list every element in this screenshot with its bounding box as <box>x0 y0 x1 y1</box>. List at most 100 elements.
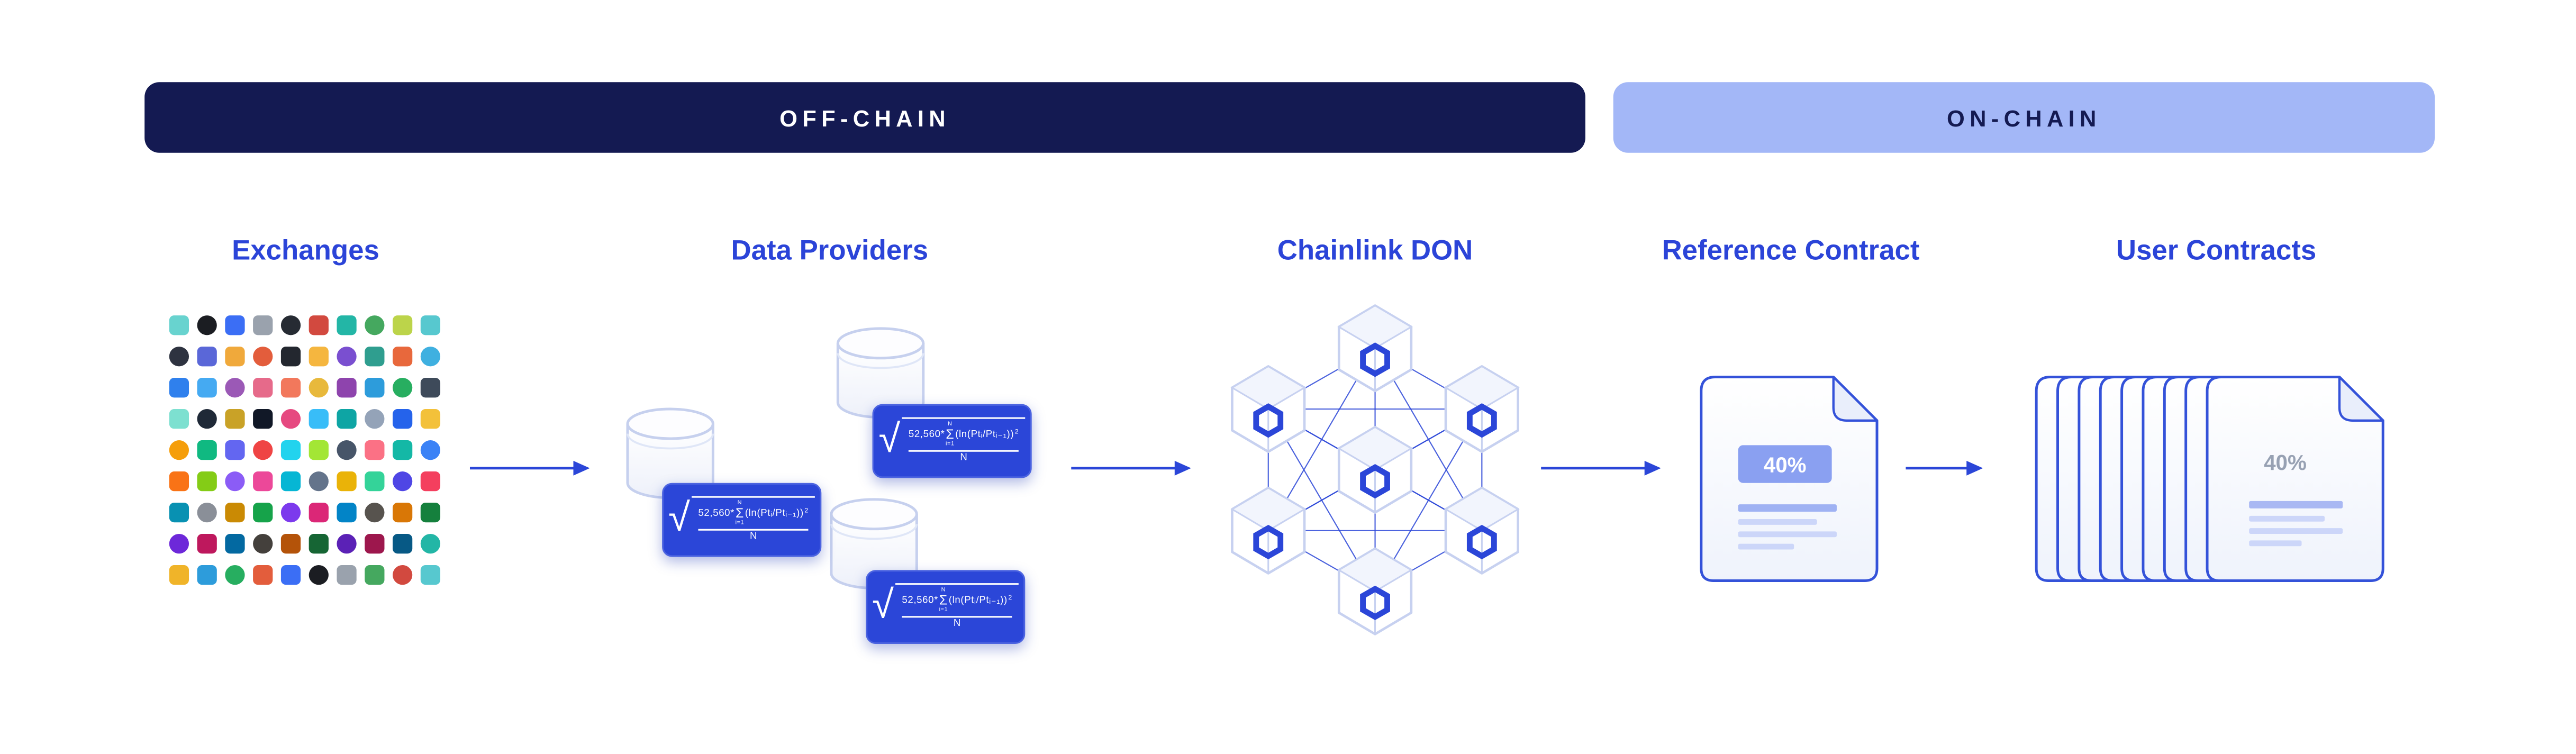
exchange-icon <box>309 409 329 429</box>
exchange-icon <box>280 533 301 554</box>
exchange-icon <box>337 347 357 367</box>
sqrt-symbol: √ <box>668 496 690 541</box>
exchange-icon <box>197 378 217 398</box>
exchange-icon <box>309 315 329 335</box>
text-line <box>2249 528 2343 534</box>
exchange-icon <box>420 471 441 492</box>
exchange-icon <box>420 378 441 398</box>
arrow-don-to-reference <box>1541 460 1661 476</box>
exchange-icon <box>280 565 301 585</box>
exchange-icon <box>309 378 329 398</box>
exchange-icon <box>197 471 217 492</box>
exchange-icon <box>365 471 385 492</box>
exchange-icon <box>169 378 189 398</box>
exchange-icon <box>392 440 413 460</box>
exchange-icon <box>225 565 245 585</box>
exchange-icon <box>365 378 385 398</box>
user-contract-value: 40% <box>2264 450 2307 475</box>
user-contract-sheet: 40% <box>2205 375 2385 583</box>
exchange-icon <box>392 471 413 492</box>
exchange-icon <box>365 440 385 460</box>
exchange-icon <box>197 347 217 367</box>
exchange-icon <box>197 503 217 523</box>
text-line <box>1738 543 1794 550</box>
text-line <box>1738 504 1837 512</box>
don-node <box>1339 305 1411 390</box>
exchange-icon <box>253 315 273 335</box>
exchange-icon <box>169 471 189 492</box>
don-node <box>1232 488 1304 573</box>
exchange-icon <box>197 315 217 335</box>
user-contracts-stack: 40% <box>2034 375 2385 583</box>
exchange-icon <box>253 409 273 429</box>
exchange-icon <box>392 315 413 335</box>
exchange-icon <box>280 347 301 367</box>
section-title-chainlink-don: Chainlink DON <box>1277 234 1473 266</box>
exchange-icon <box>280 378 301 398</box>
exchange-icon <box>337 378 357 398</box>
exchange-icon <box>420 503 441 523</box>
exchange-icon <box>337 440 357 460</box>
exchange-icon <box>253 440 273 460</box>
on-chain-banner: ON-CHAIN <box>1613 82 2435 153</box>
exchange-icon <box>309 440 329 460</box>
exchange-icon-grid <box>169 315 441 585</box>
exchange-icon <box>225 471 245 492</box>
exchange-icon <box>169 565 189 585</box>
formula-denominator: N <box>960 453 967 463</box>
section-title-user-contracts: User Contracts <box>2116 234 2317 266</box>
exchange-icon <box>169 347 189 367</box>
exchange-icon <box>392 347 413 367</box>
section-title-reference-contract: Reference Contract <box>1662 234 1920 266</box>
exchange-icon <box>420 315 441 335</box>
exchange-icon <box>169 533 189 554</box>
sqrt-symbol: √ <box>878 417 901 462</box>
sqrt-symbol: √ <box>872 584 894 628</box>
exchange-icon <box>280 503 301 523</box>
exchange-icon <box>280 315 301 335</box>
exchange-icon <box>280 409 301 429</box>
exchange-icon <box>309 565 329 585</box>
exchange-icon <box>365 409 385 429</box>
exchange-icon <box>197 565 217 585</box>
text-line <box>2249 501 2343 508</box>
exchange-icon <box>309 503 329 523</box>
exchange-icon <box>197 440 217 460</box>
exchange-icon <box>225 533 245 554</box>
arrow-reference-to-users <box>1906 460 1983 476</box>
exchange-icon <box>392 503 413 523</box>
exchange-icon <box>365 565 385 585</box>
formula-denominator: N <box>953 619 961 629</box>
exchange-icon <box>309 471 329 492</box>
don-node <box>1446 366 1518 451</box>
don-node <box>1339 427 1411 512</box>
exchange-icon <box>169 409 189 429</box>
exchange-icon <box>280 471 301 492</box>
exchange-icon <box>420 440 441 460</box>
exchange-icon <box>253 378 273 398</box>
text-line <box>2249 540 2302 547</box>
section-title-exchanges: Exchanges <box>232 234 379 266</box>
don-node <box>1232 366 1304 451</box>
text-line <box>1738 531 1837 538</box>
exchange-icon <box>197 409 217 429</box>
formula-denominator: N <box>749 532 757 542</box>
exchange-icon <box>169 503 189 523</box>
exchange-icon <box>225 378 245 398</box>
exchange-icon <box>365 533 385 554</box>
exchange-icon <box>169 315 189 335</box>
arrow-exchanges-to-providers <box>469 460 590 476</box>
exchange-icon <box>253 347 273 367</box>
exchange-icon <box>253 471 273 492</box>
exchange-icon <box>420 533 441 554</box>
exchange-icon <box>392 565 413 585</box>
exchange-icon <box>309 533 329 554</box>
exchange-icon <box>420 565 441 585</box>
exchange-icon <box>337 471 357 492</box>
don-network <box>1211 299 1539 641</box>
arrow-providers-to-don <box>1071 460 1191 476</box>
exchange-icon <box>337 503 357 523</box>
